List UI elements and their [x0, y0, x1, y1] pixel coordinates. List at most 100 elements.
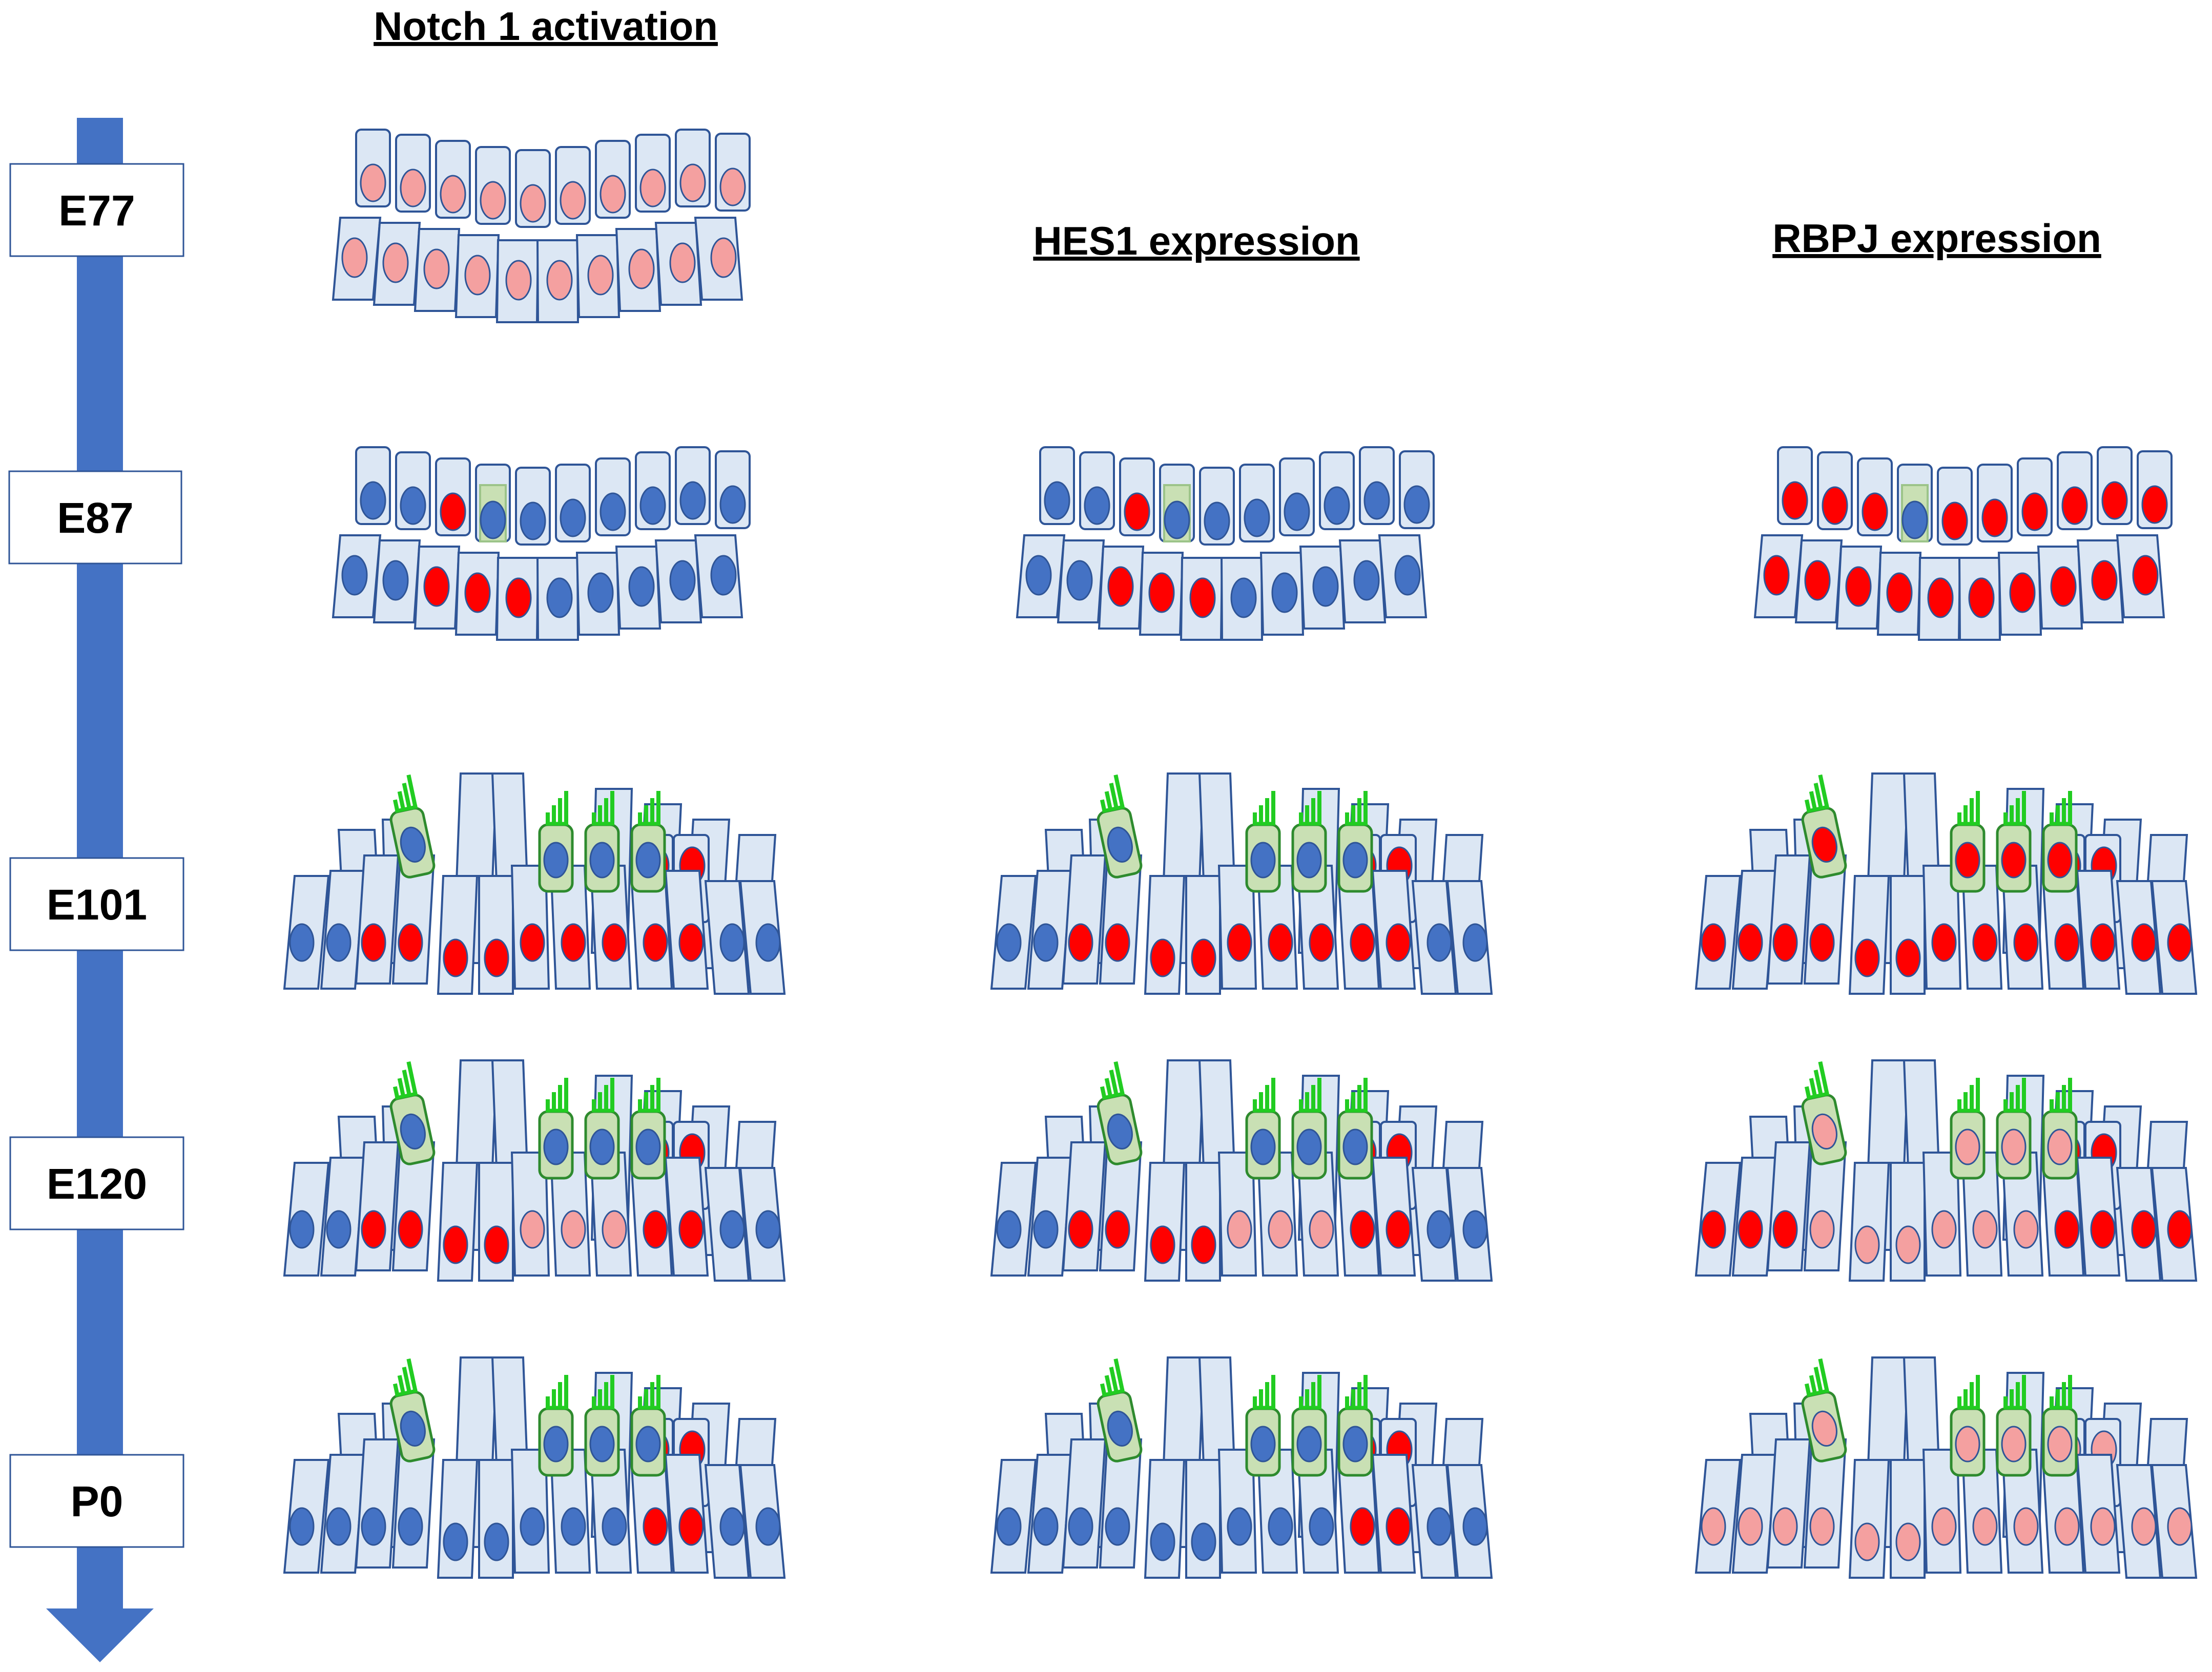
nucleus — [1772, 923, 1798, 962]
hair-cell — [1245, 1375, 1281, 1477]
nucleus — [1809, 1210, 1835, 1249]
hair-cell — [1996, 1375, 2032, 1477]
nucleus — [1901, 500, 1928, 539]
nucleus — [1150, 1522, 1175, 1561]
nucleus — [1701, 923, 1726, 962]
nucleus — [2054, 1507, 2080, 1546]
epithelium-panel — [1016, 446, 1435, 641]
nucleus — [561, 1210, 586, 1249]
stereocilia — [1100, 799, 1107, 811]
nucleus — [443, 938, 468, 977]
supporting-cell — [1766, 1141, 1811, 1271]
stereocilia — [1804, 1086, 1811, 1098]
nucleus — [505, 577, 532, 618]
nucleus — [587, 255, 614, 296]
hair-cell — [1801, 1061, 1847, 1165]
supporting-cell — [1062, 854, 1107, 985]
nucleus — [1284, 492, 1310, 531]
stage-label-box — [9, 163, 184, 257]
hair-cell — [2042, 1375, 2078, 1477]
supporting-cell — [1062, 1438, 1107, 1569]
nucleus — [1296, 1128, 1322, 1165]
nucleus — [1403, 485, 1430, 524]
nucleus — [628, 248, 655, 289]
nucleus — [1309, 1507, 1334, 1546]
hair-cell — [538, 791, 574, 893]
hair-cell — [538, 1078, 574, 1180]
stereocilia — [1818, 774, 1829, 808]
nucleus — [1386, 1507, 1411, 1546]
hair-cell — [389, 1061, 436, 1165]
stage-label-e101: E101 — [9, 857, 184, 951]
epithelium-panel — [990, 1356, 1493, 1579]
nucleus — [1025, 555, 1052, 596]
stereocilia — [406, 774, 418, 808]
stage-label-text: E87 — [57, 494, 133, 542]
nucleus — [1972, 923, 1998, 962]
nucleus — [1191, 1522, 1216, 1561]
nucleus — [628, 566, 655, 607]
nucleus — [2131, 1210, 2157, 1249]
nucleus — [560, 498, 586, 537]
nucleus — [710, 237, 737, 278]
stereocilia — [1818, 1061, 1829, 1095]
nucleus — [710, 555, 737, 596]
nucleus — [1972, 1507, 1998, 1546]
nucleus — [1227, 1507, 1252, 1546]
stage-label-e87: E87 — [8, 470, 182, 565]
stage-label-p0: P0 — [9, 1454, 184, 1548]
nucleus — [2054, 923, 2080, 962]
nucleus — [1772, 1210, 1798, 1249]
nucleus — [1955, 1128, 1980, 1165]
nucleus — [1107, 1113, 1133, 1150]
stereocilia — [402, 783, 411, 809]
stereocilia — [1113, 1358, 1125, 1392]
nucleus — [1386, 923, 1411, 962]
nucleus — [1927, 577, 1954, 618]
nucleus — [1854, 938, 1880, 977]
hair-cell — [2042, 791, 2078, 893]
nucleus — [1701, 1507, 1726, 1546]
nucleus — [1230, 577, 1257, 618]
nucleus — [341, 555, 368, 596]
nucleus — [360, 163, 386, 202]
hair-cell — [630, 791, 666, 893]
nucleus — [1068, 1210, 1093, 1249]
column-title-notch1: Notch 1 activation — [374, 4, 718, 49]
nucleus — [1763, 555, 1790, 596]
nucleus — [2013, 1507, 2039, 1546]
stereocilia — [397, 1375, 406, 1394]
nucleus — [1268, 923, 1293, 962]
nucleus — [1105, 1210, 1130, 1249]
nucleus — [1068, 923, 1093, 962]
hair-cell — [1950, 1375, 1986, 1477]
nucleus — [719, 1210, 745, 1249]
nucleus — [1738, 1210, 1763, 1249]
nucleus — [543, 1128, 569, 1165]
stereocilia — [1104, 791, 1113, 810]
nucleus — [1350, 1210, 1375, 1249]
supporting-cell — [1062, 1141, 1107, 1271]
nucleus — [599, 175, 626, 214]
stereocilia — [397, 1078, 406, 1097]
nucleus — [443, 1522, 468, 1561]
stereocilia — [402, 1367, 411, 1393]
nucleus — [520, 501, 546, 540]
stereocilia — [402, 1070, 411, 1096]
nucleus — [1811, 1410, 1837, 1447]
nucleus — [400, 1113, 426, 1150]
stage-label-text: E101 — [47, 881, 147, 929]
nucleus — [1772, 1507, 1798, 1546]
nucleus — [561, 1507, 586, 1546]
nucleus — [639, 486, 666, 525]
nucleus — [1701, 1210, 1726, 1249]
nucleus — [440, 492, 466, 531]
nucleus — [755, 923, 781, 962]
stereocilia — [1100, 1086, 1107, 1098]
nucleus — [440, 175, 466, 214]
nucleus — [480, 500, 506, 539]
nucleus — [361, 1507, 386, 1546]
hair-cell — [1097, 1358, 1143, 1462]
stage-label-box — [9, 1454, 184, 1548]
stereocilia — [406, 1358, 418, 1392]
